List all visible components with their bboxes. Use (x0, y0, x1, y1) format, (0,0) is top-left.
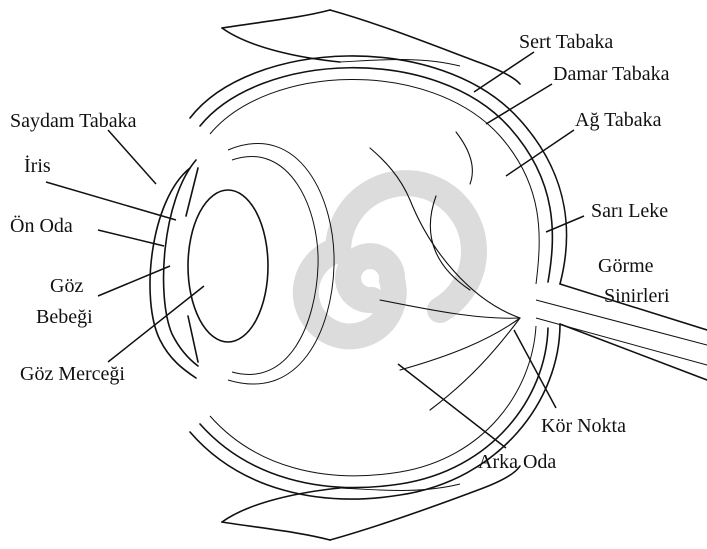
label-goz-bebegi-1: Göz (50, 275, 83, 297)
lower-eye-muscle (222, 466, 520, 540)
label-gorme-sinirleri-1: Görme (598, 255, 654, 277)
label-damar-tabaka: Damar Tabaka (553, 63, 670, 85)
cornea (150, 168, 196, 378)
label-on-oda: Ön Oda (10, 214, 73, 237)
label-goz-bebegi-2: Bebeği (36, 306, 93, 328)
sclera-layer (190, 56, 567, 499)
label-iris: İris (24, 154, 51, 177)
label-sert-tabaka: Sert Tabaka (519, 31, 613, 53)
label-saydam-tabaka: Saydam Tabaka (10, 110, 137, 132)
label-sari-leke: Sarı Leke (591, 200, 668, 222)
label-gorme-sinirleri-2: Sinirleri (604, 285, 670, 307)
lens (188, 190, 268, 342)
watermark-spiral (306, 183, 474, 336)
label-goz-mercegi: Göz Merceği (20, 363, 125, 385)
label-arka-oda: Arka Oda (478, 451, 556, 473)
choroid-layer (200, 68, 552, 488)
label-kor-nokta: Kör Nokta (541, 415, 626, 437)
retina-layer (210, 79, 539, 475)
label-ag-tabaka: Ağ Tabaka (575, 109, 662, 131)
upper-eye-muscle (222, 10, 520, 84)
